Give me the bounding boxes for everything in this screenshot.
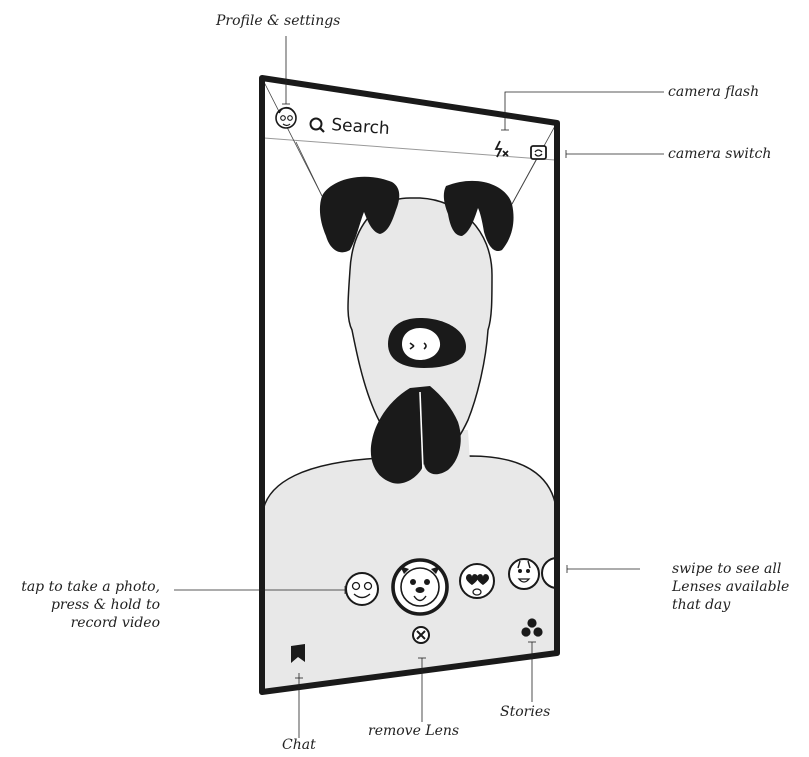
- dog-nose-highlight: [402, 328, 441, 360]
- label-capture-line-3: record video: [70, 615, 160, 631]
- label-remove-lens: remove Lens: [368, 723, 460, 739]
- label-swipe-line-1: swipe to see all: [672, 561, 782, 577]
- lens-heart-eyes[interactable]: [459, 563, 495, 599]
- stories-icon[interactable]: [521, 618, 543, 637]
- phone-frame: [259, 75, 560, 695]
- camera-switch-icon[interactable]: [530, 145, 547, 160]
- label-chat: Chat: [282, 737, 316, 753]
- dog-tongue: [370, 386, 461, 484]
- lens-bunny[interactable]: [508, 558, 540, 590]
- label-camera-switch: camera switch: [668, 146, 772, 162]
- guide-left-1: [263, 81, 323, 197]
- leader-flash: [504, 91, 664, 130]
- label-swipe-line-3: that day: [672, 597, 731, 613]
- guide-left-2: [295, 141, 323, 197]
- label-capture: tap to take a photo, press & hold to rec…: [0, 578, 160, 632]
- label-swipe-line-2: Lenses available: [672, 579, 790, 595]
- lens-partial[interactable]: [541, 557, 558, 589]
- chat-icon[interactable]: [291, 644, 305, 663]
- top-bar-divider: [263, 137, 556, 161]
- search-icon: [309, 117, 325, 133]
- label-swipe: swipe to see all Lenses available that d…: [672, 560, 808, 614]
- label-profile-settings: Profile & settings: [216, 13, 341, 29]
- search-bar[interactable]: Search: [309, 115, 391, 139]
- camera-flash-icon[interactable]: [494, 140, 509, 158]
- profile-avatar-icon[interactable]: [275, 106, 297, 129]
- label-capture-line-1: tap to take a photo,: [21, 579, 160, 595]
- remove-lens-icon[interactable]: [412, 626, 430, 644]
- dog-tongue-line: [419, 391, 424, 471]
- search-label: Search: [331, 115, 391, 139]
- lens-smile[interactable]: [345, 572, 379, 606]
- leader-lines: [174, 36, 664, 738]
- guide-right-2: [511, 159, 537, 205]
- label-stories: Stories: [500, 704, 551, 720]
- label-capture-line-2: press & hold to: [50, 597, 160, 613]
- dog-ear-left: [319, 176, 400, 253]
- lens-dog-selected[interactable]: [391, 558, 449, 616]
- dog-nose-nostrils: [409, 342, 427, 350]
- leader-ticks: [282, 103, 568, 679]
- label-camera-flash: camera flash: [668, 84, 760, 100]
- dog-ear-right: [443, 180, 514, 252]
